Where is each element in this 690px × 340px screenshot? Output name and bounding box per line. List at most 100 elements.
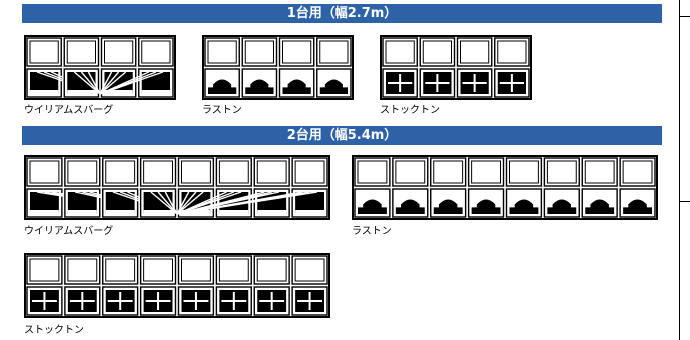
- sunburst-ray: [99, 71, 120, 95]
- door-panel-inner: [256, 258, 287, 282]
- window-arch: [509, 199, 539, 214]
- section-title-single: 1台用（幅2.7m）: [22, 4, 662, 23]
- door-panel-inner: [471, 160, 501, 184]
- door-panel: [253, 255, 290, 285]
- door-panel-inner: [143, 160, 173, 184]
- sunburst-base: [219, 210, 249, 214]
- caption-williamsburg-double: ウイリアムスバーグ: [24, 226, 114, 237]
- sunburst-ray: [176, 191, 204, 215]
- sunburst-ray: [150, 191, 178, 215]
- door-panel-inner: [422, 40, 452, 64]
- door-panel: [392, 157, 429, 187]
- door-panel-inner: [385, 40, 415, 64]
- door-panel: [619, 157, 656, 187]
- door-panel: [204, 37, 240, 67]
- door-panel: [291, 157, 328, 187]
- window-arch: [433, 199, 463, 214]
- sunburst-ray: [176, 191, 190, 215]
- door-panel: [278, 37, 315, 67]
- door-panel-inner: [460, 40, 490, 64]
- sunburst-ray: [176, 191, 197, 215]
- door-panel: [494, 37, 530, 67]
- door-panel-inner: [256, 160, 287, 184]
- window-sunburst: [67, 72, 96, 94]
- door-panel-inner: [141, 40, 171, 64]
- door-panel: [215, 157, 252, 187]
- sunburst-ray: [157, 191, 178, 215]
- sunburst-ray: [99, 71, 164, 95]
- door-panel-inner: [67, 258, 98, 282]
- door-panel-inner: [244, 40, 274, 64]
- door-panel: [26, 37, 62, 67]
- door-panel: [177, 157, 215, 187]
- door-panel: [64, 157, 101, 187]
- window-arch: [547, 199, 577, 214]
- window-arch: [358, 199, 387, 214]
- door-panel-inner: [29, 160, 60, 184]
- window-sunburst: [143, 192, 173, 214]
- door-panel: [215, 255, 252, 285]
- door-panel: [543, 157, 580, 187]
- door-panel: [316, 37, 352, 67]
- caption-ruston-double: ラストン: [352, 226, 392, 237]
- door-stockton-double: [24, 253, 330, 318]
- sunburst-base: [105, 210, 135, 214]
- door-panel-inner: [294, 258, 325, 282]
- right-edge-line: [679, 0, 680, 340]
- sunburst-base: [30, 210, 59, 214]
- window-arch: [585, 199, 615, 214]
- caption-ruston-single: ラストン: [202, 105, 242, 116]
- door-panel-inner: [294, 160, 325, 184]
- sunburst-base: [143, 210, 173, 214]
- sunburst-ray: [164, 191, 178, 215]
- door-panel: [456, 37, 493, 67]
- door-panel-inner: [181, 160, 211, 184]
- sunburst-ray: [176, 191, 242, 215]
- door-panel-inner: [357, 160, 388, 184]
- right-edge-tick-top: [679, 16, 690, 17]
- sunburst-ray: [80, 71, 101, 95]
- sunburst-base: [141, 90, 170, 94]
- door-panel-inner: [546, 160, 577, 184]
- window-arch: [208, 79, 237, 94]
- door-panel: [241, 37, 278, 67]
- door-panel: [291, 255, 328, 285]
- window-sunburst: [30, 192, 59, 214]
- door-panel: [581, 157, 618, 187]
- sunburst-ray: [176, 191, 317, 215]
- door-panel-inner: [29, 258, 60, 282]
- caption-stockton-double: ストックトン: [24, 325, 84, 336]
- door-panel: [102, 255, 139, 285]
- door-panel: [354, 157, 391, 187]
- window-arch: [319, 79, 348, 94]
- window-arch: [623, 199, 652, 214]
- door-panel: [419, 37, 456, 67]
- door-panel-inner: [433, 160, 464, 184]
- right-edge-tick-middle: [679, 201, 690, 202]
- caption-williamsburg-single: ウイリアムスバーグ: [24, 105, 114, 116]
- door-panel: [253, 157, 290, 187]
- door-panel: [100, 37, 137, 67]
- door-panel-inner: [105, 258, 136, 282]
- door-panel-inner: [319, 40, 349, 64]
- door-panel-inner: [584, 160, 615, 184]
- door-panel-inner: [104, 40, 134, 64]
- section-title-double: 2台用（幅5.4m）: [22, 126, 662, 145]
- caption-stockton-single: ストックトン: [380, 105, 440, 116]
- door-panel-inner: [497, 40, 527, 64]
- door-panel: [430, 157, 467, 187]
- window-arch: [471, 199, 501, 214]
- door-panel: [177, 255, 215, 285]
- door-panel-inner: [282, 40, 312, 64]
- door-panel-inner: [395, 160, 426, 184]
- window-arch: [282, 79, 311, 94]
- door-panel: [139, 255, 177, 285]
- door-williamsburg-single: [24, 35, 176, 100]
- door-panel: [26, 255, 63, 285]
- door-panel-inner: [622, 160, 653, 184]
- door-stockton-single: [380, 35, 532, 100]
- sunburst-ray: [87, 71, 101, 95]
- door-panel-inner: [207, 40, 237, 64]
- sunburst-base: [30, 90, 59, 94]
- sunburst-ray: [99, 71, 113, 95]
